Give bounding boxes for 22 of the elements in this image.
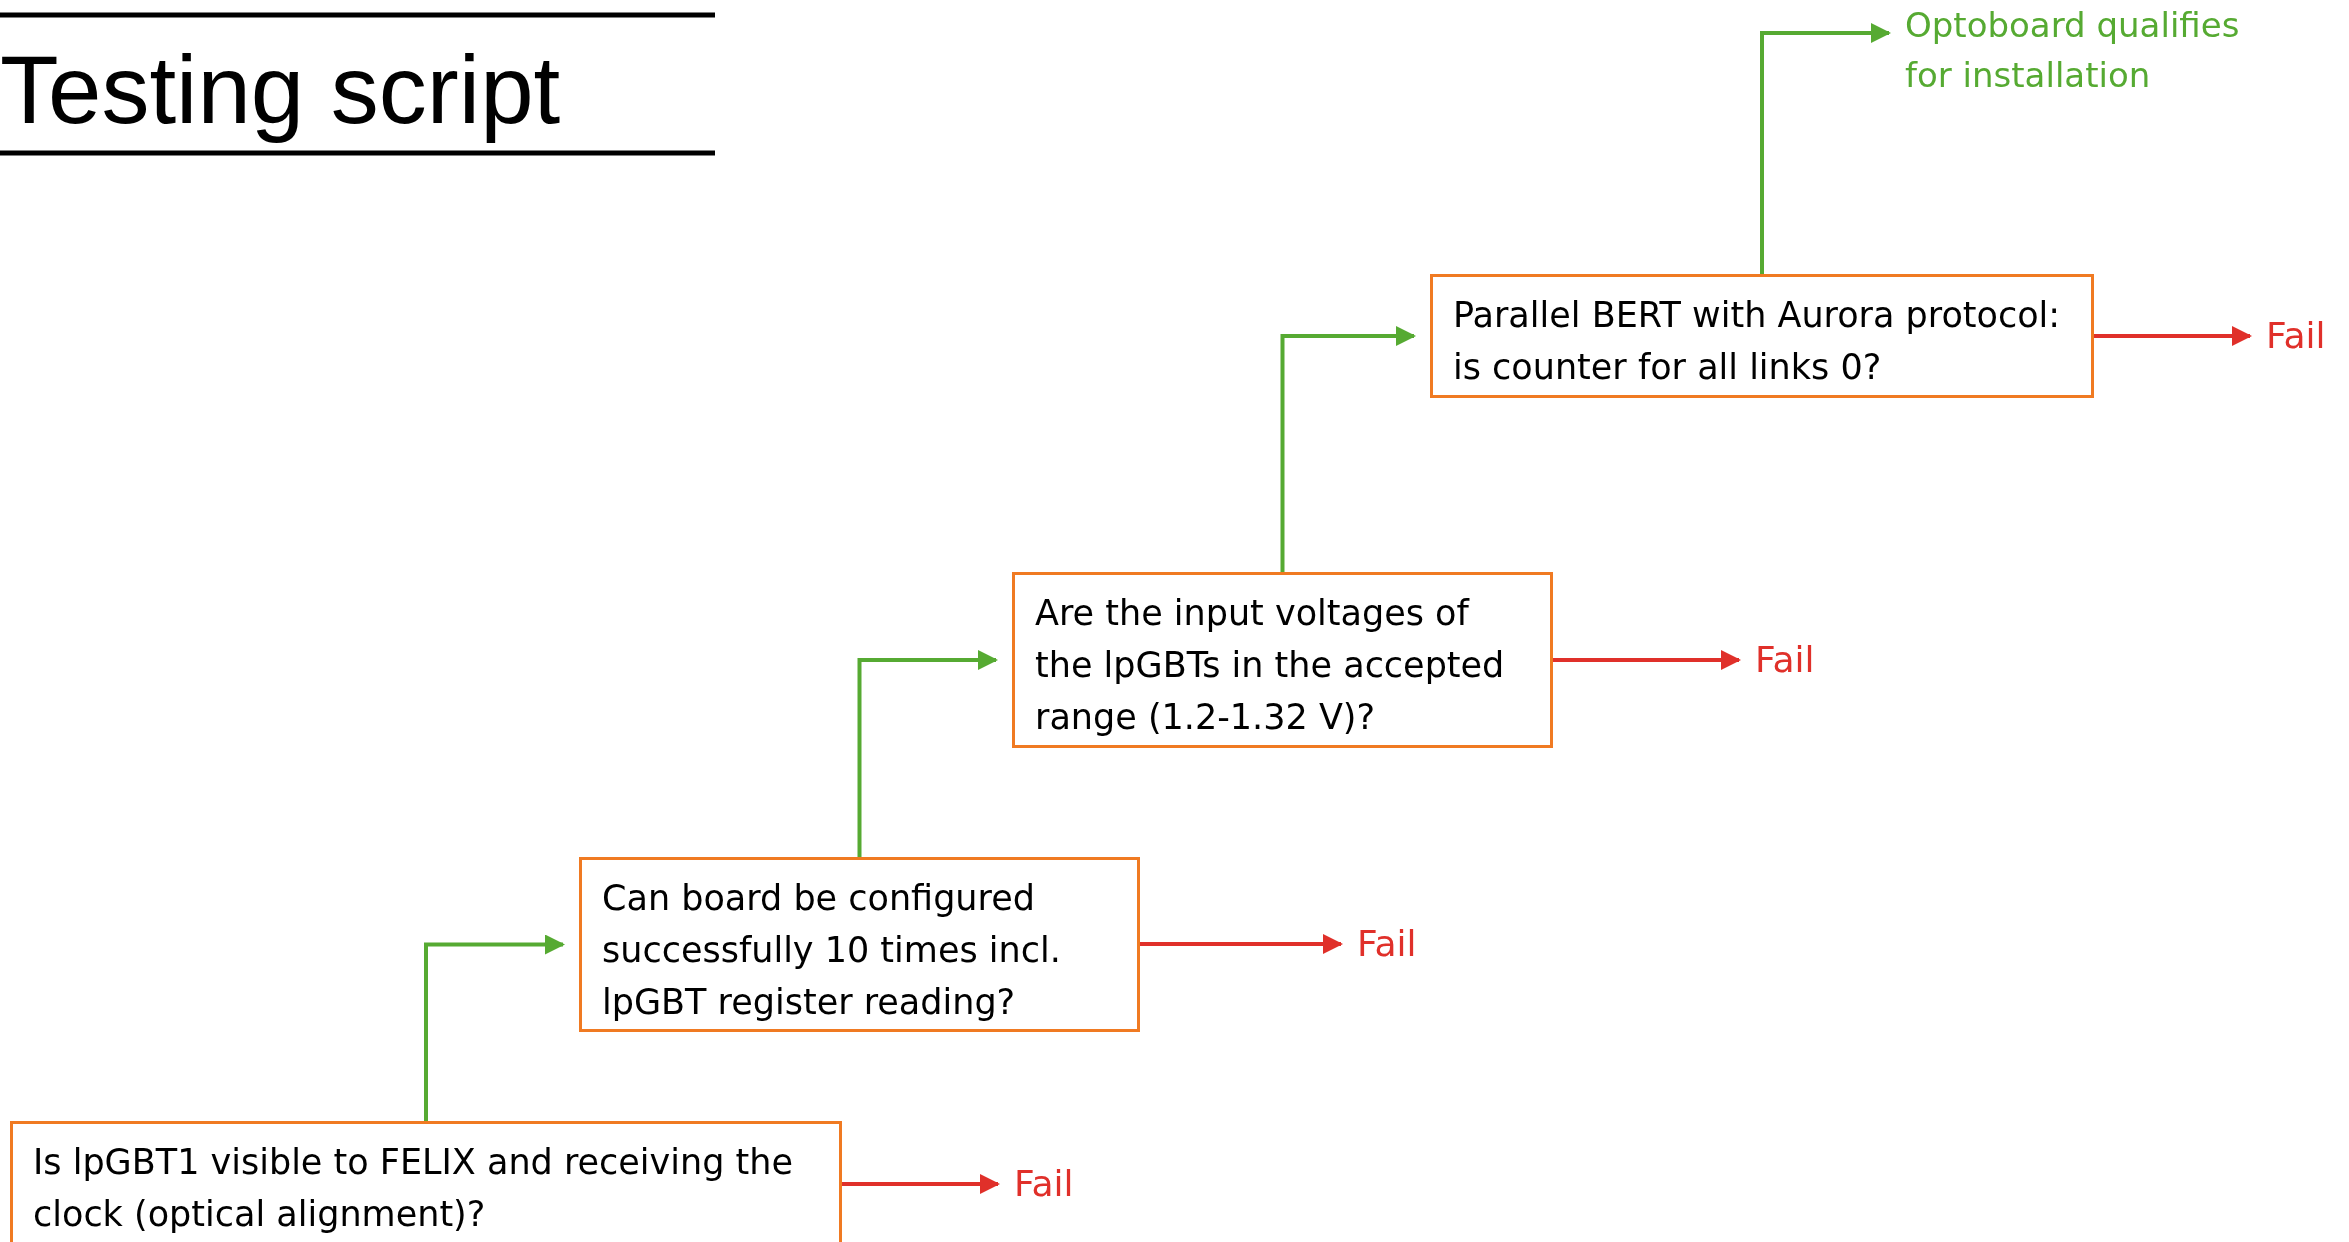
arrow [2094,326,2252,346]
title-text: Testing script [0,35,562,145]
fail-text: Fail [2266,314,2327,358]
arrow [842,1174,1000,1194]
arrow [1280,326,1416,572]
fail-text: Fail [1357,922,1418,966]
arrow [857,650,998,857]
process-box [1430,274,2094,398]
fail-text: Fail [1755,638,1816,682]
arrow [424,934,565,1121]
process-box [10,1121,842,1242]
process-box [1012,572,1553,748]
arrow [1760,23,1891,274]
fail-text: Fail [1014,1162,1075,1206]
question-text: Is lpGBT1 visible to FELIX and receiving the clock (optical alignment)? [33,1141,794,1236]
arrow [1553,650,1741,670]
question-text: Can board be configured successfully 10 times incl. lpGBT register reading? [602,877,1062,1024]
result-text: Optoboard qualifies for installation [1905,4,2241,97]
question-text: Are the input voltages of the lpGBTs in the accepted range (1.2-1.32 V)? [1035,592,1506,739]
arrow [1140,934,1343,954]
question-text: Parallel BERT with Aurora protocol: is counter for all links 0? [1453,294,2062,389]
process-box [579,857,1140,1032]
